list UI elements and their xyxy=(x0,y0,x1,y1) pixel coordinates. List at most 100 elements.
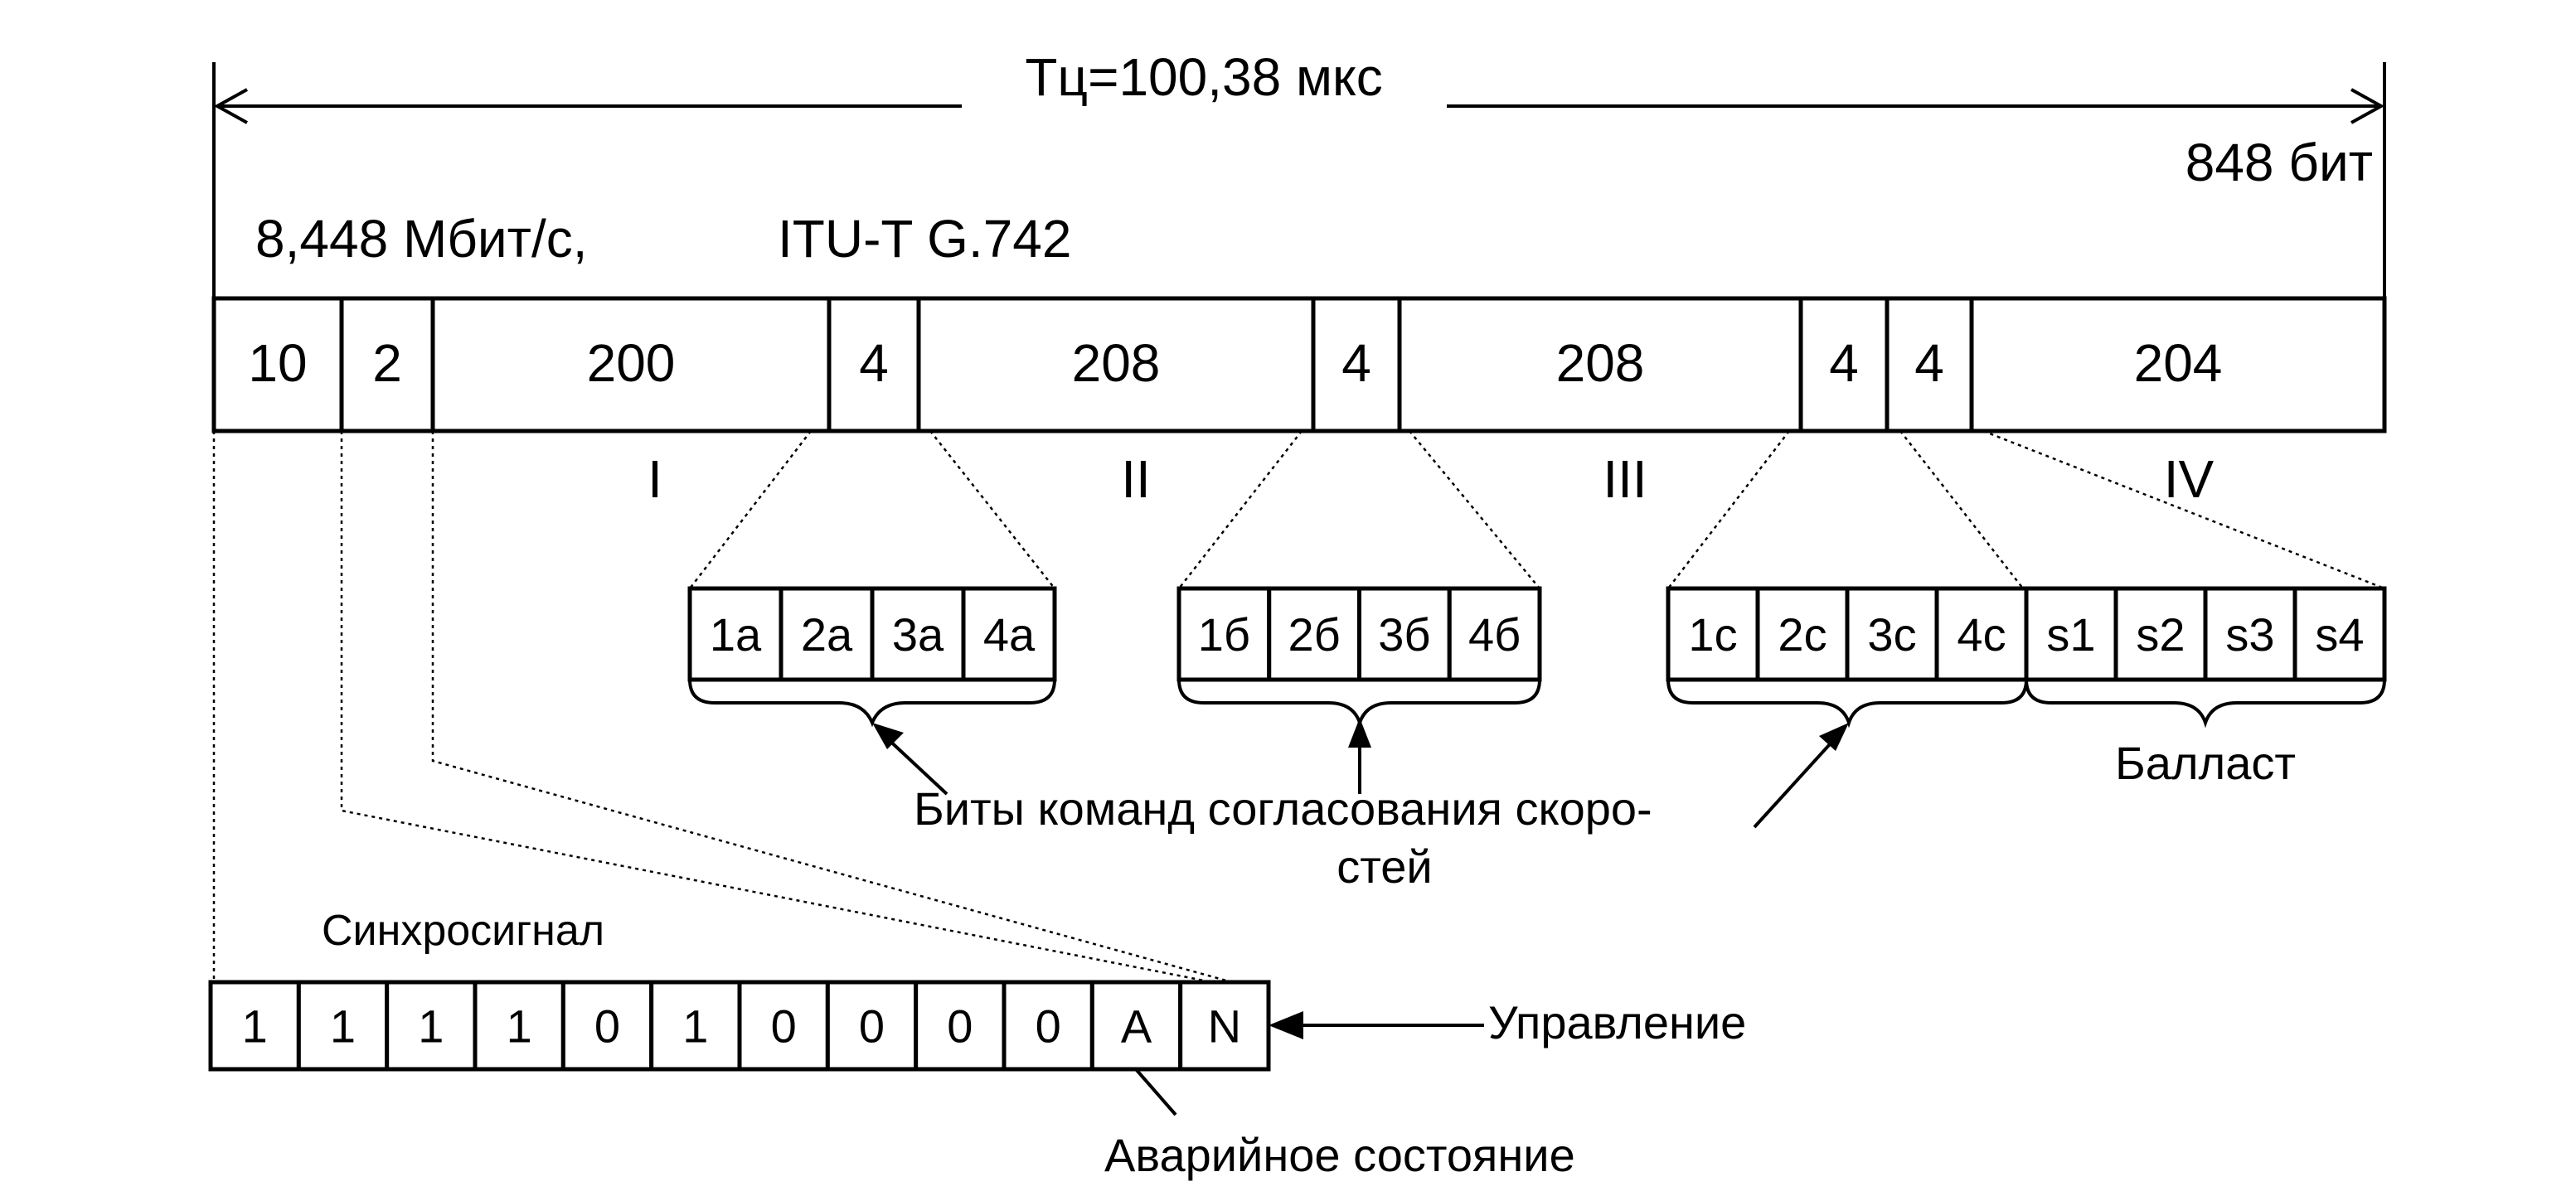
control-arrow-head xyxy=(1269,1011,1303,1039)
commands-label-line1: Биты команд согласования скоро- xyxy=(914,782,1652,835)
just-a-cell-text-4: 4а xyxy=(983,608,1036,661)
frame-cell-text-7: 208 xyxy=(1556,333,1645,393)
justification-rows: 1а 2а 3а 4а 1б 2б 3б 4б 1с 2с 3с 4с s1 s2 s3 s4 xyxy=(687,586,2387,682)
just-a-cell-text-2: 2а xyxy=(801,608,853,661)
just-a-cell-1 xyxy=(687,586,783,682)
just-b-cell-text-2: 2б xyxy=(1288,608,1341,661)
arrow-a-shaft xyxy=(883,734,948,796)
group-label-3: III xyxy=(1603,449,1647,509)
sync-projection-right xyxy=(431,431,1272,995)
sync-label: Синхросигнал xyxy=(322,907,604,955)
rate-label: 8,448 Мбит/с, xyxy=(255,209,588,269)
group-label-2: II xyxy=(1121,449,1151,509)
arrow-b-head xyxy=(1348,718,1371,748)
sync-bit-cell-text-6: 1 xyxy=(682,1000,708,1053)
control-label: Управление xyxy=(1488,996,1746,1048)
sync-bit-cell-8 xyxy=(825,980,919,1072)
sync-bit-cell-text-7: 0 xyxy=(771,1000,797,1053)
sync-bit-cell-text-12: N xyxy=(1208,1000,1241,1053)
arrow-c-shaft xyxy=(1753,734,1839,829)
frame-cell-8 xyxy=(1798,296,1890,433)
ballast-label: Балласт xyxy=(2115,737,2296,789)
proj-c-left xyxy=(1667,430,1790,589)
group-label-4: IV xyxy=(2164,449,2215,509)
ballast-cell-1 xyxy=(2024,586,2118,682)
period-arrow-right xyxy=(2350,88,2385,124)
sync-projection-mid xyxy=(340,431,1268,995)
frame-cell-text-2: 2 xyxy=(372,333,402,393)
frame-cell-6 xyxy=(1311,296,1402,433)
standard-label: ITU-T G.742 xyxy=(778,209,1071,269)
proj-ballast-right xyxy=(1982,429,2385,590)
ballast-cell-text-2: s2 xyxy=(2136,608,2185,661)
sync-bit-cell-text-4: 1 xyxy=(507,1000,532,1053)
just-a-cell-text-1: 1а xyxy=(710,608,762,661)
frame-bits-label: 848 бит xyxy=(2185,133,2373,192)
just-c-cell-text-4: 4с xyxy=(1957,608,2006,661)
ballast-cell-4 xyxy=(2292,586,2387,682)
group-label-1: I xyxy=(648,449,662,509)
brace-b xyxy=(1177,679,1541,729)
frame-cell-10 xyxy=(1969,296,2387,433)
brace-ballast xyxy=(2025,679,2386,729)
proj-c-right xyxy=(1899,430,2024,589)
just-c-cell-text-3: 3с xyxy=(1867,608,1916,661)
ballast-cell-2 xyxy=(2113,586,2208,682)
sync-bit-cell-6 xyxy=(649,980,742,1072)
commands-label-line2: стей xyxy=(1337,840,1432,893)
frame-cell-text-4: 4 xyxy=(859,333,889,393)
arrow-a-head xyxy=(872,723,904,749)
frame-cell-9 xyxy=(1885,296,1974,433)
just-c-cell-text-2: 2с xyxy=(1778,608,1826,661)
frame-cell-text-1: 10 xyxy=(248,333,307,393)
proj-a-right xyxy=(929,430,1055,589)
sync-bit-cell-10 xyxy=(1002,980,1094,1072)
arrow-c-head xyxy=(1819,723,1849,751)
just-a-cell-text-3: 3а xyxy=(892,608,944,661)
ballast-cell-text-3: s3 xyxy=(2225,608,2274,661)
ballast-cell-text-4: s4 xyxy=(2315,608,2364,661)
sync-bit-cell-1 xyxy=(208,980,301,1072)
just-c-cell-2 xyxy=(1755,586,1850,682)
ballast-cell-text-1: s1 xyxy=(2046,608,2095,661)
sync-bit-cell-4 xyxy=(473,980,565,1072)
sync-bit-cell-text-8: 0 xyxy=(859,1000,885,1053)
sync-bit-cell-text-11: А xyxy=(1121,1000,1152,1053)
frame-cell-text-8: 4 xyxy=(1829,333,1859,393)
frame-cell-text-10: 204 xyxy=(2134,333,2223,393)
frame-cell-text-9: 4 xyxy=(1914,333,1944,393)
frame-cell-4 xyxy=(827,296,921,433)
frame-cell-text-6: 4 xyxy=(1341,333,1371,393)
sync-bit-cell-text-10: 0 xyxy=(1036,1000,1061,1053)
just-c-cell-4 xyxy=(1934,586,2029,682)
frame-cell-5 xyxy=(916,296,1316,433)
just-a-cell-3 xyxy=(870,586,966,682)
sync-bits-row: 1 1 1 1 0 1 0 0 0 0 А N xyxy=(208,980,1271,1072)
sync-bit-cell-12 xyxy=(1178,980,1271,1072)
just-b-cell-text-4: 4б xyxy=(1468,608,1521,661)
just-a-cell-4 xyxy=(961,586,1057,682)
brace-c xyxy=(1666,679,2028,729)
just-b-cell-3 xyxy=(1357,586,1452,682)
just-b-cell-text-1: 1б xyxy=(1198,608,1250,661)
sync-bit-cell-text-2: 1 xyxy=(330,1000,356,1053)
frame-cell-1 xyxy=(211,296,344,433)
frame-cell-7 xyxy=(1397,296,1803,433)
ballast-cell-3 xyxy=(2203,586,2297,682)
just-b-cell-text-3: 3б xyxy=(1378,608,1430,661)
proj-a-left xyxy=(689,430,812,589)
sync-bit-cell-text-1: 1 xyxy=(242,1000,268,1053)
just-c-cell-text-1: 1с xyxy=(1688,608,1737,661)
period-label: Tц=100,38 мкс xyxy=(1025,47,1382,107)
just-b-cell-2 xyxy=(1267,586,1361,682)
alarm-label: Аварийное состояние xyxy=(1104,1129,1575,1181)
sync-bit-cell-text-3: 1 xyxy=(418,1000,444,1053)
sync-bit-cell-text-9: 0 xyxy=(947,1000,973,1053)
proj-b-right xyxy=(1409,430,1540,589)
alarm-pointer xyxy=(1134,1068,1177,1116)
brace-a xyxy=(688,679,1056,728)
sync-bit-cell-text-5: 0 xyxy=(594,1000,620,1053)
